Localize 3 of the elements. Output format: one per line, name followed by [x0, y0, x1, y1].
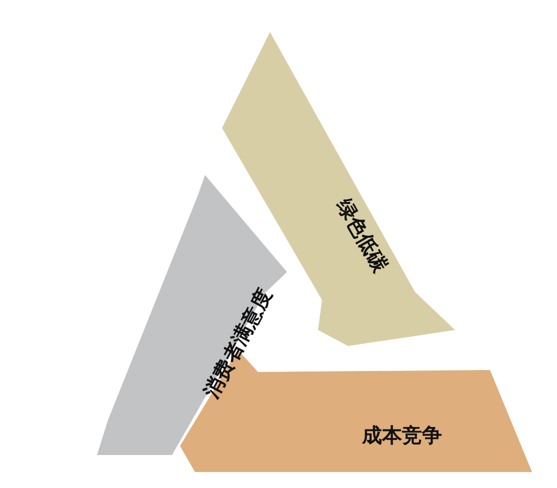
arrow-label: 消费者满意度 — [198, 284, 278, 403]
arrow-label: 成本竞争 — [362, 422, 442, 449]
arrow-label: 绿色低碳 — [331, 194, 394, 277]
